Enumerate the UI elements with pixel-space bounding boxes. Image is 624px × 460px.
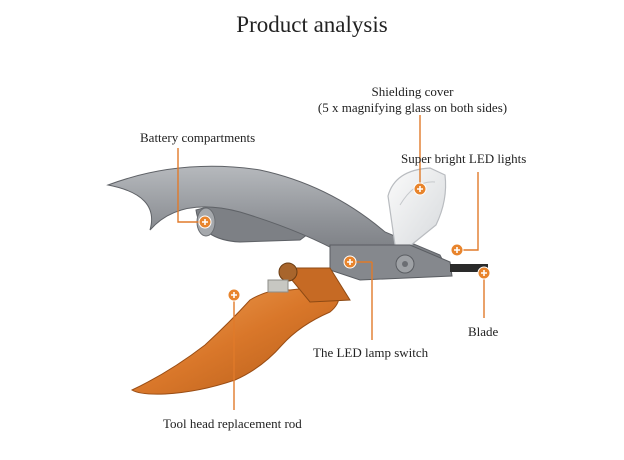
- label-blade: Blade: [468, 324, 499, 339]
- label-battery-compartments: Battery compartments: [140, 130, 256, 145]
- label-replacement-rod: Tool head replacement rod: [163, 416, 302, 431]
- label-lamp-switch: The LED lamp switch: [313, 345, 429, 360]
- marker-switch-icon: [343, 255, 357, 269]
- marker-led-icon: [450, 243, 464, 257]
- linkage-arm: [280, 267, 351, 303]
- label-shielding-cover: Shielding cover (5 x magnifying glass on…: [300, 84, 525, 116]
- replacement-rod-pin: [278, 262, 298, 282]
- label-shielding-cover-line1: Shielding cover: [371, 84, 454, 99]
- blade: [450, 264, 488, 272]
- page-title: Product analysis: [236, 12, 388, 37]
- label-shielding-cover-line2: (5 x magnifying glass on both sides): [317, 100, 508, 115]
- shielding-cover: [387, 167, 447, 251]
- marker-blade-icon: [477, 266, 491, 280]
- callout-markers: [198, 182, 491, 302]
- label-led-lights: Super bright LED lights: [401, 151, 527, 166]
- marker-shield-icon: [413, 182, 427, 196]
- lower-handle: [130, 284, 340, 395]
- marker-rod-icon: [227, 288, 241, 302]
- marker-battery-icon: [198, 215, 212, 229]
